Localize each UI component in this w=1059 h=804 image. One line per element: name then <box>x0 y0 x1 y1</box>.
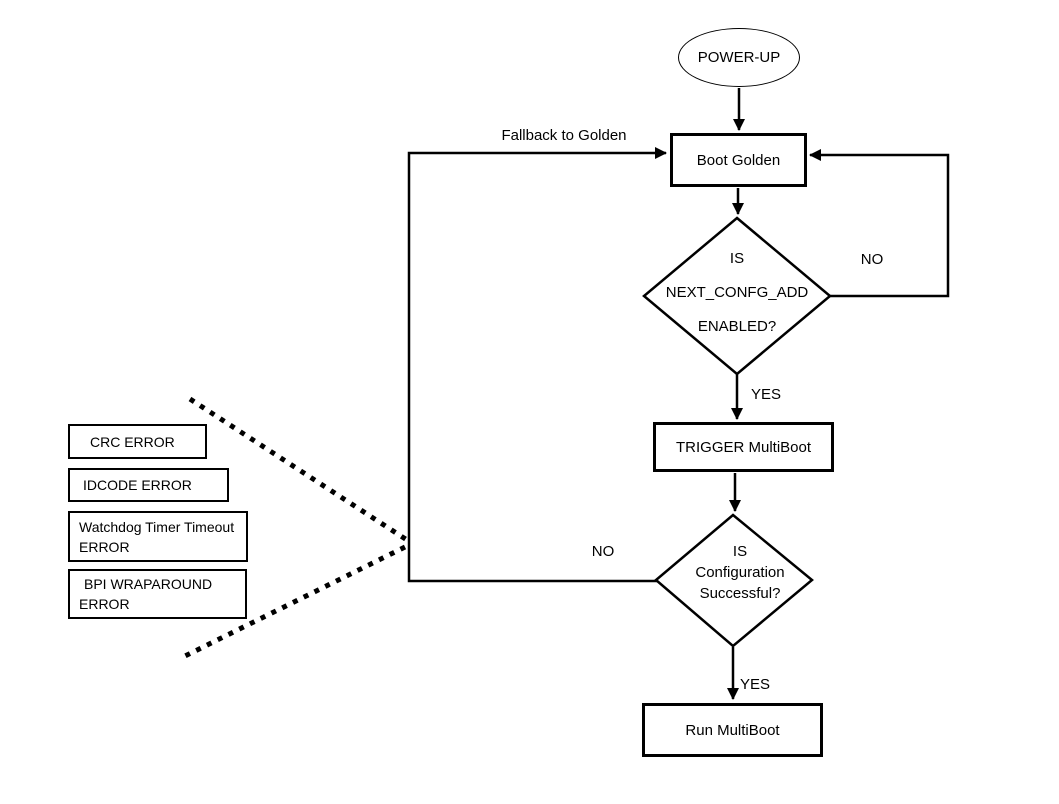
decision2-line3: Successful? <box>699 585 781 602</box>
decision-config-successful-shape <box>654 513 814 648</box>
boot-golden-box: Boot Golden <box>670 133 807 187</box>
error-crc-label: CRC ERROR <box>90 433 175 450</box>
error-idcode-label: IDCODE ERROR <box>83 477 192 493</box>
run-multiboot-label: Run MultiBoot <box>685 721 780 739</box>
error-watchdog-label-line2: ERROR <box>79 538 130 555</box>
trigger-multiboot-label: TRIGGER MultiBoot <box>675 438 812 456</box>
fallback-to-golden-label: Fallback to Golden <box>501 127 627 144</box>
error-bpi-label-line2: ERROR <box>79 596 130 612</box>
error-bpi-label-line1: BPI WRAPAROUND <box>84 576 213 592</box>
error-watchdog-label-line1: Watchdog Timer Timeout <box>79 518 235 535</box>
decision1-line1: IS <box>729 250 745 267</box>
decision-config-successful-text: IS Configuration Successful? <box>640 541 840 604</box>
connector-decision1-no-loop <box>809 149 950 298</box>
connector-decision2-no-fallback <box>407 147 667 583</box>
decision1-line2: NEXT_CONFG_ADD <box>665 284 809 301</box>
decision2-line2: Configuration <box>695 564 785 581</box>
decision1-yes-label: YES <box>750 386 781 403</box>
error-box-watchdog: Watchdog Timer Timeout ERROR <box>68 511 248 562</box>
error-box-bpi: BPI WRAPAROUND ERROR <box>68 569 247 619</box>
error-box-crc: CRC ERROR <box>68 424 207 459</box>
decision-next-confg-add-text: IS NEXT_CONFG_ADD ENABLED? <box>637 242 837 344</box>
start-terminator: POWER-UP <box>678 28 800 87</box>
run-multiboot-box: Run MultiBoot <box>642 703 823 757</box>
decision2-no-label: NO <box>591 543 615 560</box>
decision2-line1: IS <box>732 543 748 560</box>
trigger-multiboot-box: TRIGGER MultiBoot <box>653 422 834 472</box>
boot-golden-label: Boot Golden <box>696 151 781 169</box>
start-terminator-label: POWER-UP <box>697 49 781 66</box>
error-box-idcode: IDCODE ERROR <box>68 468 229 502</box>
decision1-no-label: NO <box>860 251 884 268</box>
dotted-pointer-lower <box>181 544 407 660</box>
decision1-line3: ENABLED? <box>697 318 777 335</box>
decision2-yes-label: YES <box>739 676 770 693</box>
